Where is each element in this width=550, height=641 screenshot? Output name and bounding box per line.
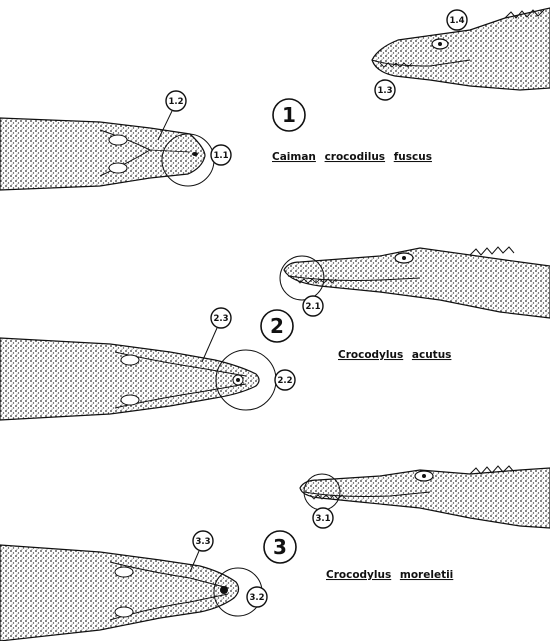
callout-2-2: 2.2 xyxy=(275,370,295,390)
callout-3-2: 3.2 xyxy=(247,587,267,607)
callout-1-4: 1.4 xyxy=(447,10,467,30)
svg-text:2.1: 2.1 xyxy=(305,302,320,312)
svg-text:1.1: 1.1 xyxy=(213,151,228,161)
svg-text:3.2: 3.2 xyxy=(249,593,264,603)
svg-text:1: 1 xyxy=(282,103,296,127)
group-number-2: 2 xyxy=(261,310,293,342)
svg-text:1.2: 1.2 xyxy=(168,97,183,107)
species-2-name: Crocodylus acutus xyxy=(338,349,451,361)
callout-1-1: 1.1 xyxy=(211,145,231,165)
callout-3-1: 3.1 xyxy=(313,508,333,528)
species-1-dorsal-head xyxy=(0,118,205,190)
svg-text:1.4: 1.4 xyxy=(449,16,464,26)
species-1-group: 1.1 1.2 1.3 1.4 1 Caiman crocodilus fusc… xyxy=(0,8,550,190)
callout-1-3: 1.3 xyxy=(375,80,395,100)
svg-text:3: 3 xyxy=(273,535,287,559)
species-3-lateral-head xyxy=(300,466,550,528)
svg-text:3.1: 3.1 xyxy=(315,514,330,524)
species-1-name: Caiman crocodilus fuscus xyxy=(272,151,432,163)
species-3-group: 3.1 3.2 3.3 3 Crocodylus moreletii xyxy=(0,466,550,641)
svg-text:2.2: 2.2 xyxy=(277,376,292,386)
species-3-name: Crocodylus moreletii xyxy=(326,569,453,581)
species-2-dorsal-head xyxy=(0,338,259,420)
svg-text:3.3: 3.3 xyxy=(195,537,210,547)
species-2-group: 2.1 2.2 2.3 2 Crocodylus acutus xyxy=(0,247,550,420)
callout-2-3: 2.3 xyxy=(202,308,231,362)
svg-text:1.3: 1.3 xyxy=(377,86,392,96)
species-3-dorsal-head xyxy=(0,545,239,641)
callout-2-1: 2.1 xyxy=(303,296,323,316)
svg-text:2.3: 2.3 xyxy=(213,314,228,324)
group-number-1: 1 xyxy=(273,99,305,131)
group-number-3: 3 xyxy=(264,531,296,563)
svg-text:2: 2 xyxy=(270,314,284,338)
